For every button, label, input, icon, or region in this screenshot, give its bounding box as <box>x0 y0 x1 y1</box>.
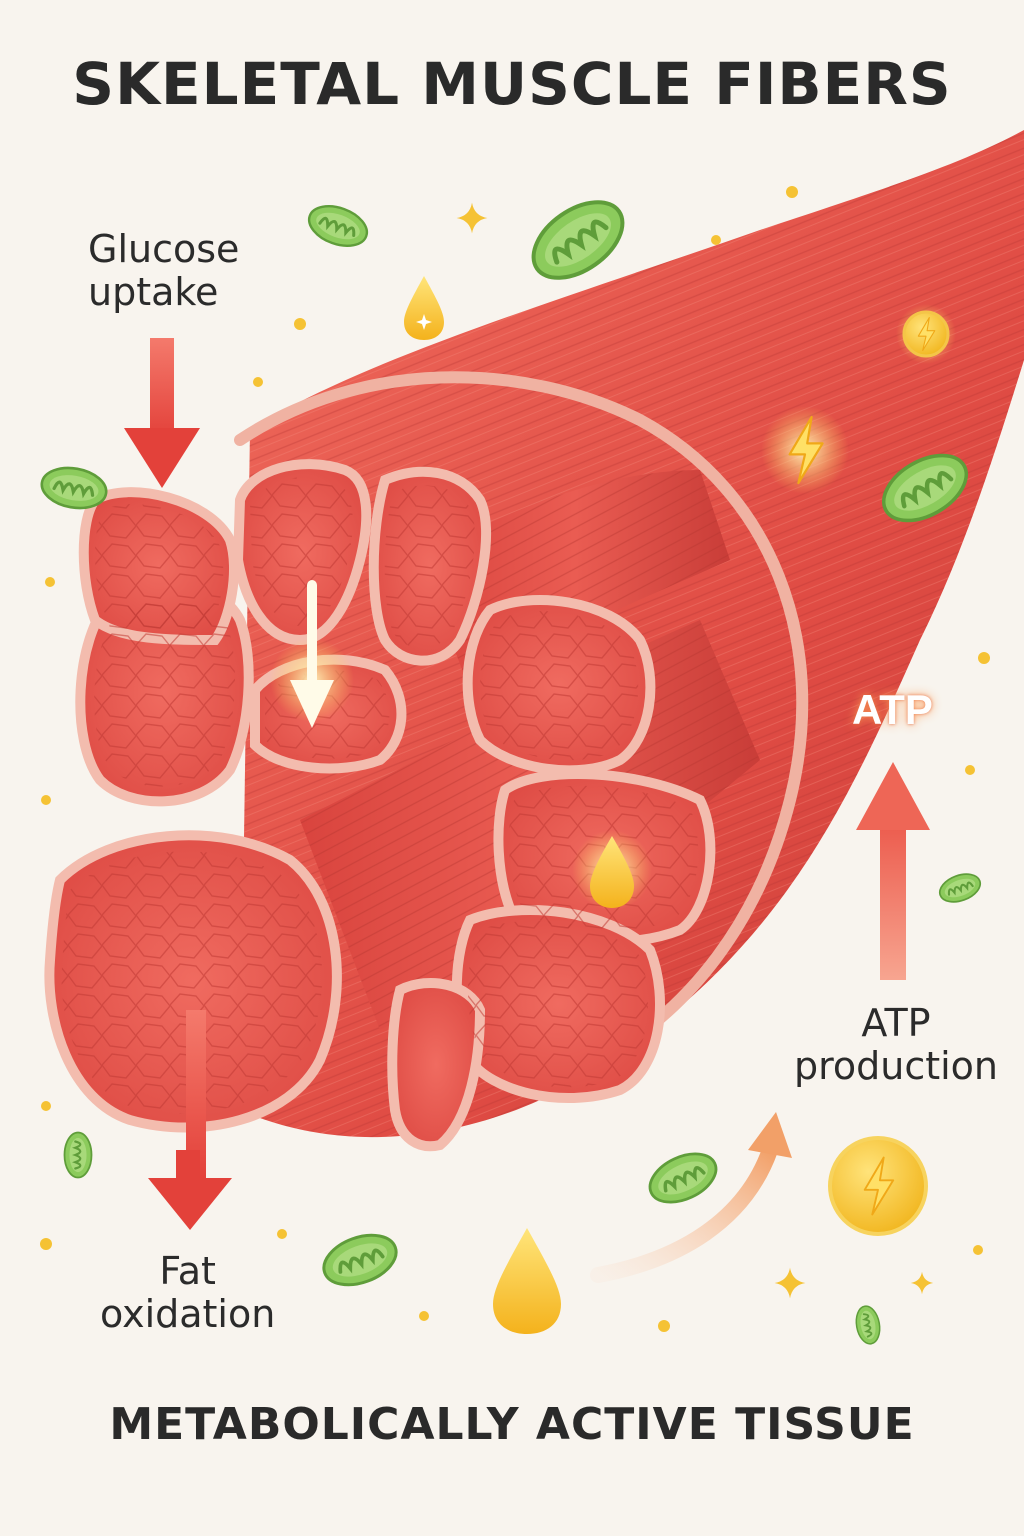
atp-production-label: ATP production <box>793 1001 999 1088</box>
fat-droplet-icon <box>572 830 652 910</box>
energy-coin-icon <box>828 1136 928 1236</box>
sparkle-icon <box>456 202 488 234</box>
fat-droplet-icon <box>404 276 444 340</box>
curved-arrow-icon <box>590 1112 792 1283</box>
energy-coin-icon <box>896 304 956 364</box>
atp-mark: ATP <box>852 686 933 733</box>
glucose-arrow-icon <box>124 338 200 488</box>
glucose-inner-arrow <box>270 580 354 728</box>
atp-arrow-icon <box>856 762 930 980</box>
sparkle-dots <box>40 186 990 1332</box>
sparkle-icon <box>910 1271 934 1295</box>
lightning-icon <box>761 406 849 494</box>
fat-inner-arrow <box>186 1010 206 1180</box>
mitochondria-icon <box>302 197 374 255</box>
mitochondria-icon <box>63 1131 93 1179</box>
fat-droplet-icon <box>493 1228 561 1334</box>
mitochondria-icon <box>315 1224 405 1296</box>
mitochondria-icon <box>852 1303 884 1347</box>
fascicle-texture <box>61 476 699 1114</box>
mitochondria-icon <box>520 187 636 294</box>
footer-caption: METABOLICALLY ACTIVE TISSUE <box>109 1399 915 1450</box>
fat-oxidation-label: Fat oxidation <box>100 1249 276 1336</box>
glucose-uptake-label: Glucose uptake <box>88 227 240 314</box>
page-title: SKELETAL MUSCLE FIBERS <box>72 50 952 118</box>
muscle-sheath <box>234 371 809 1066</box>
fat-arrow-icon <box>148 1150 232 1230</box>
sparkle-icon <box>774 1267 806 1299</box>
mitochondria-icon <box>934 867 986 909</box>
mitochondria-icon <box>640 1142 726 1214</box>
